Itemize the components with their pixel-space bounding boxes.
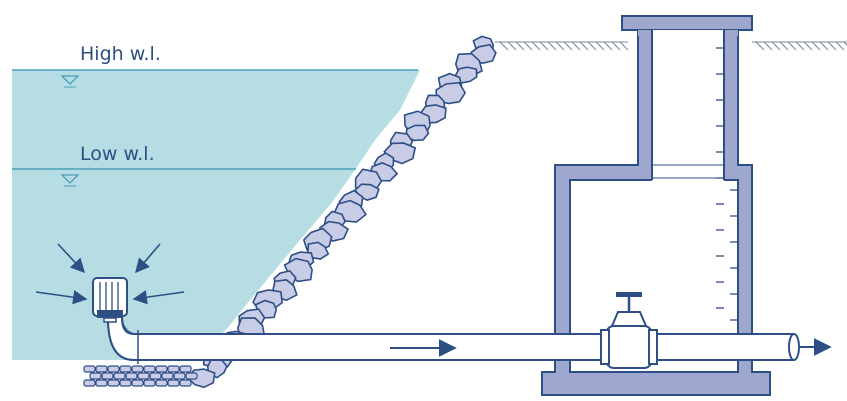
low-water-level-label: Low w.l.: [80, 143, 155, 165]
gravel-stone: [125, 372, 138, 380]
low-water-level-marker: [60, 174, 80, 187]
gravel-stone: [95, 365, 108, 373]
gravel-stone: [119, 379, 132, 387]
gravel-stone: [83, 365, 96, 373]
gravel-stone: [83, 379, 96, 387]
gravel-stone: [173, 372, 186, 380]
gravel-stone: [107, 379, 120, 387]
gravel-stone: [119, 365, 132, 373]
gravel-stone: [155, 379, 168, 387]
rock: [307, 241, 330, 260]
gravel-stone: [131, 379, 144, 387]
gravel-stone: [149, 372, 162, 380]
gravel-stone: [185, 372, 198, 380]
gravel-stone: [113, 372, 126, 380]
gravel-stone: [161, 372, 174, 380]
gravel-stone: [95, 379, 108, 387]
ground-surface: [495, 41, 847, 51]
high-water-level-marker: [60, 75, 80, 88]
chamber-cover: [621, 15, 753, 31]
gravel-bed: [83, 365, 198, 387]
gravel-stone: [167, 379, 180, 387]
gravel-stone: [179, 379, 192, 387]
gravel-stone: [89, 372, 102, 380]
gravel-stone: [179, 365, 192, 373]
gravel-stone: [101, 372, 114, 380]
high-water-level-label: High w.l.: [80, 43, 161, 65]
gravel-stone: [107, 365, 120, 373]
gravel-stone: [155, 365, 168, 373]
gravel-stone: [137, 372, 150, 380]
inflow-arrows-icon: [35, 243, 185, 305]
gravel-stone: [167, 365, 180, 373]
gravel-stone: [143, 379, 156, 387]
gate-valve-icon: [600, 292, 658, 369]
gravel-stone: [131, 365, 144, 373]
valve-chamber-interior: [570, 30, 738, 372]
delivery-pipe: [107, 317, 800, 364]
gravel-stone: [143, 365, 156, 373]
submersible-pump-icon: [92, 277, 128, 323]
